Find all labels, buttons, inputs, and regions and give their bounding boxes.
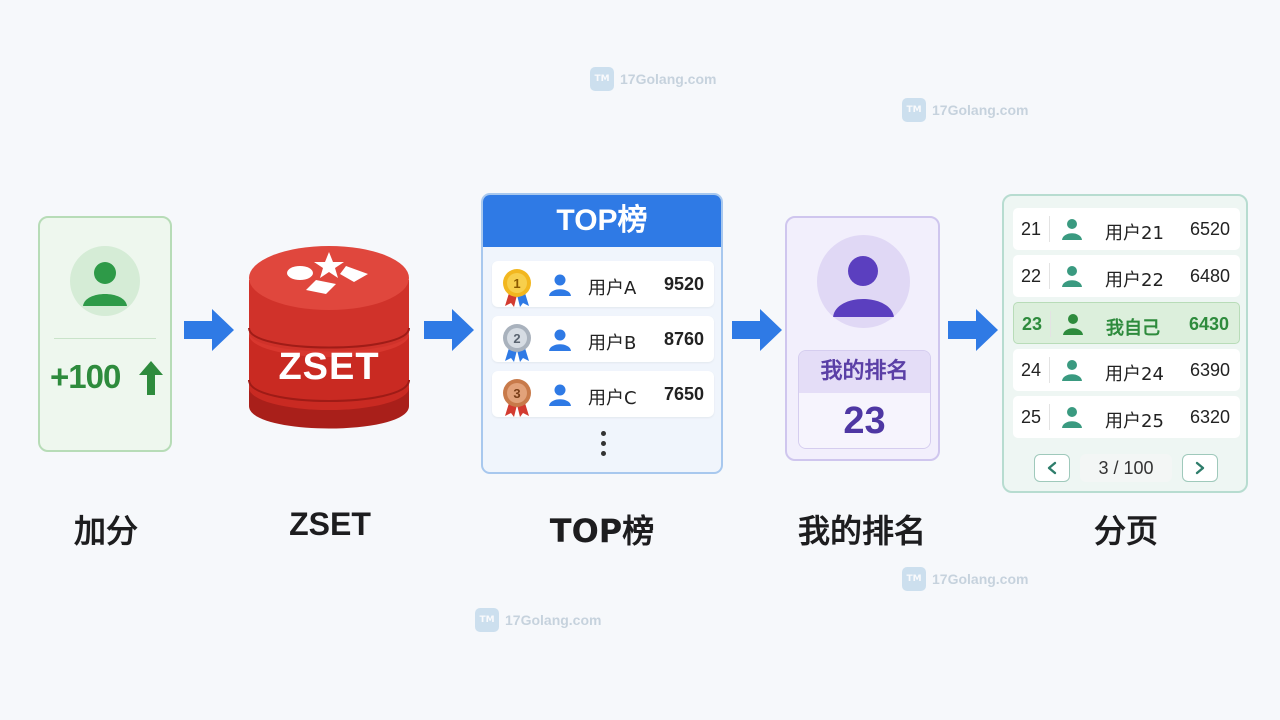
row-user-name: 用户24 (1105, 364, 1164, 385)
next-page-button[interactable] (1182, 454, 1218, 482)
svg-text:2: 2 (513, 331, 520, 346)
user-icon (548, 384, 572, 410)
page-indicator: 3 / 100 (1080, 454, 1172, 482)
divider (1050, 311, 1051, 337)
zset-cylinder-text: ZSET (278, 346, 380, 388)
prev-page-button[interactable] (1034, 454, 1070, 482)
row-score: 6320 (1189, 407, 1230, 427)
list-row: 22 用户22 6480 (1013, 255, 1240, 297)
watermark-text: 17Golang.com (620, 71, 717, 87)
user-avatar-icon (817, 235, 910, 328)
watermark-logo-icon: TM (475, 608, 499, 632)
paginated-list-card: 21 用户21 6520 22 用户22 6480 23 我自己 6430 24… (1002, 194, 1248, 493)
watermark-logo-icon: TM (590, 67, 614, 91)
user-icon (1061, 218, 1083, 244)
top-board-score: 9520 (663, 274, 704, 294)
row-user-name: 用户21 (1105, 223, 1164, 244)
row-rank: 21 (1021, 219, 1042, 239)
flow-arrow-icon (184, 309, 234, 351)
row-user-name: 用户25 (1105, 411, 1164, 432)
svg-text:3: 3 (513, 386, 520, 401)
top-board-score: 8760 (663, 329, 704, 349)
step-label-zset: ZSET (289, 506, 371, 542)
top-board-header: TOP榜 (483, 195, 721, 247)
top-board-user-name: 用户C (588, 388, 637, 409)
row-score: 6390 (1189, 360, 1230, 380)
divider (1049, 404, 1050, 430)
gold-medal-icon: 1 (500, 267, 534, 311)
top-board-row: 1 用户A 9520 (492, 261, 714, 307)
list-row: 21 用户21 6520 (1013, 208, 1240, 250)
watermark: TM 17Golang.com (902, 98, 1028, 122)
divider (1049, 216, 1050, 242)
top-board-score: 7650 (663, 384, 704, 404)
watermark-text: 17Golang.com (505, 612, 602, 628)
watermark: TM 17Golang.com (590, 67, 716, 91)
top-board-row: 2 用户B 8760 (492, 316, 714, 362)
list-row-current-user: 23 我自己 6430 (1013, 302, 1240, 344)
watermark-text: 17Golang.com (932, 571, 1029, 587)
svg-text:1: 1 (513, 276, 520, 291)
silver-medal-icon: 2 (500, 322, 534, 366)
watermark-logo-icon: TM (902, 98, 926, 122)
my-rank-card: 我的排名 23 (785, 216, 940, 461)
row-rank: 25 (1021, 407, 1042, 427)
row-user-name: 用户22 (1105, 270, 1164, 291)
flow-arrow-icon (424, 309, 474, 351)
divider (1049, 357, 1050, 383)
rank-box: 我的排名 23 (798, 350, 931, 449)
redis-zset-icon: ZSET (246, 240, 412, 436)
user-icon (1061, 359, 1083, 385)
top-board-card: TOP榜 1 用户A 9520 2 (481, 193, 723, 474)
step-label-page: 分页 (1093, 512, 1158, 550)
user-avatar-icon (70, 246, 140, 316)
rank-box-label: 我的排名 (799, 351, 930, 393)
chevron-left-icon (1047, 461, 1057, 475)
more-dots-icon (601, 431, 607, 461)
user-icon (548, 329, 572, 355)
top-board-user-name: 用户B (588, 333, 637, 354)
user-icon (548, 274, 572, 300)
row-score: 6480 (1189, 266, 1230, 286)
watermark: TM 17Golang.com (475, 608, 601, 632)
step-label-rank: 我的排名 (797, 512, 926, 550)
arrow-up-icon (138, 360, 164, 400)
flow-arrow-icon (732, 309, 782, 351)
watermark: TM 17Golang.com (902, 567, 1028, 591)
divider (1049, 263, 1050, 289)
user-icon (1061, 406, 1083, 432)
rank-value: 23 (799, 393, 930, 448)
row-score: 6430 (1188, 314, 1229, 334)
user-icon (1061, 265, 1083, 291)
row-rank: 23 (1022, 314, 1043, 334)
row-rank: 22 (1021, 266, 1042, 286)
add-score-card: +100 (38, 216, 172, 452)
watermark-text: 17Golang.com (932, 102, 1029, 118)
step-label-top: TOP榜 (549, 512, 655, 550)
score-delta: +100 (50, 358, 121, 395)
row-user-name: 我自己 (1106, 318, 1160, 339)
step-label-add: 加分 (73, 512, 138, 550)
bronze-medal-icon: 3 (500, 377, 534, 421)
user-icon (1062, 313, 1084, 339)
list-row: 25 用户25 6320 (1013, 396, 1240, 438)
top-board-user-name: 用户A (588, 278, 637, 299)
list-row: 24 用户24 6390 (1013, 349, 1240, 391)
row-rank: 24 (1021, 360, 1042, 380)
watermark-logo-icon: TM (902, 567, 926, 591)
row-score: 6520 (1189, 219, 1230, 239)
divider (54, 338, 156, 339)
flow-arrow-icon (948, 309, 998, 351)
chevron-right-icon (1195, 461, 1205, 475)
top-board-row: 3 用户C 7650 (492, 371, 714, 417)
